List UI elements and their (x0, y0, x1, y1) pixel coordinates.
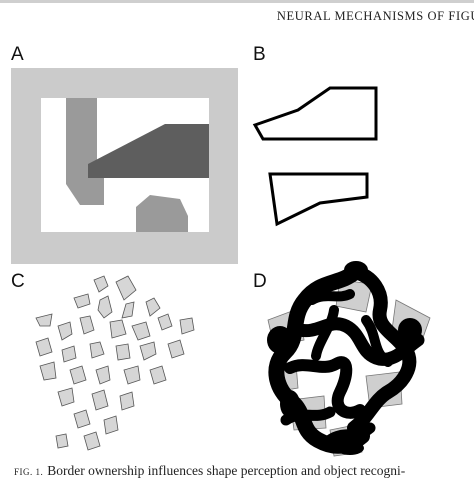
fragment (83, 431, 101, 451)
fragment (109, 319, 127, 339)
blob-stroke (280, 406, 376, 446)
panel-a-figure (11, 68, 238, 264)
fragment (119, 391, 135, 411)
blob-lobe (267, 326, 293, 354)
fragment (79, 315, 95, 335)
blob-lobe (336, 441, 364, 455)
fragment (115, 275, 137, 301)
fragment (123, 365, 141, 385)
panel-b-figure (252, 86, 378, 227)
panel-label-c: C (11, 271, 25, 292)
fragment (57, 321, 73, 341)
blob-stroke (268, 264, 370, 454)
blob-stroke (284, 356, 366, 419)
figure-label: FIG. 1. (14, 467, 44, 477)
fragment (157, 313, 173, 331)
top-rule (0, 0, 474, 3)
fragment (93, 275, 109, 293)
blob-lobe (398, 318, 422, 342)
fragment (73, 409, 91, 429)
fragment (131, 321, 151, 341)
panel-label-a: A (11, 44, 24, 65)
fragment (103, 415, 119, 435)
caption-text: Border ownership influences shape percep… (47, 463, 406, 478)
fragment (35, 313, 53, 327)
panel-a-bottom-shape (136, 195, 188, 232)
fragment (61, 345, 77, 363)
fragment (121, 301, 135, 319)
fragment (179, 317, 195, 335)
panel-a-dark-block (88, 124, 209, 178)
fragment (167, 339, 185, 359)
running-head: NEURAL MECHANISMS OF FIGU (276, 9, 474, 23)
panel-a-vertical-bar (66, 98, 104, 205)
fragment (91, 389, 109, 411)
fragment (149, 365, 167, 385)
fragment (57, 387, 75, 407)
fragment (69, 365, 87, 385)
fragment (115, 343, 131, 361)
fragment (55, 433, 69, 449)
panel-b-top-outline (252, 86, 378, 141)
blob-stroke (307, 289, 393, 367)
blob-lobe (280, 390, 300, 418)
fragment (35, 337, 53, 357)
fragment (95, 365, 111, 385)
blob-lobe (344, 261, 368, 279)
fragment (39, 361, 57, 381)
panel-label-b: B (253, 44, 266, 65)
panel-label-d: D (253, 271, 267, 292)
panel-b-bottom-outline (268, 172, 369, 227)
fragment (145, 297, 161, 317)
fragment (73, 293, 91, 309)
panel-d-figure (267, 261, 431, 457)
figure-caption: FIG. 1.Border ownership influences shape… (14, 463, 474, 479)
fragment (97, 295, 113, 319)
panel-c-figure (35, 275, 195, 451)
fragment (89, 341, 105, 359)
fragment (139, 341, 157, 361)
